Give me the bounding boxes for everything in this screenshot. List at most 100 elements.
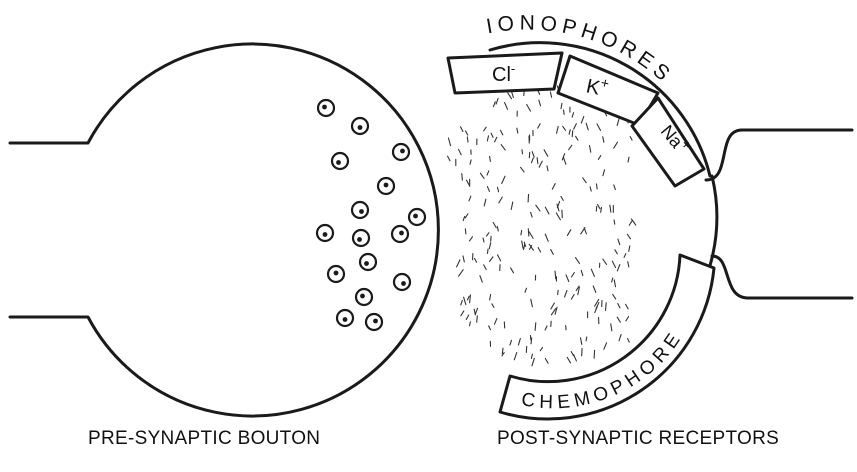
neurotransmitter-mark: [629, 221, 632, 225]
neurotransmitter-mark: [628, 339, 630, 343]
neurotransmitter-mark: [590, 187, 591, 191]
neurotransmitter-mark: [552, 184, 555, 190]
synaptic-vesicle: [332, 153, 348, 169]
neurotransmitter-mark: [567, 230, 570, 236]
neurotransmitter-mark: [556, 213, 560, 220]
neurotransmitter-mark: [521, 230, 522, 235]
synaptic-vesicle: [356, 289, 372, 305]
neurotransmitter-mark: [581, 270, 583, 275]
neurotransmitter-mark: [538, 124, 540, 128]
neurotransmitter-mark: [489, 326, 491, 330]
neurotransmitter-mark: [497, 227, 498, 231]
neurotransmitter-mark: [518, 339, 520, 346]
neurotransmitter-mark: [571, 273, 574, 277]
neurotransmitter-mark: [555, 271, 556, 279]
neurotransmitter-mark: [521, 167, 525, 172]
synaptic-vesicle: [393, 144, 409, 160]
neurotransmitter-mark: [618, 239, 620, 245]
neurotransmitter-mark: [499, 197, 502, 203]
neurotransmitter-mark: [487, 187, 489, 192]
neurotransmitter-mark: [462, 174, 463, 181]
neurotransmitter-mark: [544, 150, 548, 157]
neurotransmitter-mark: [612, 278, 613, 282]
neurotransmitter-mark: [572, 113, 573, 117]
neurotransmitter-mark: [603, 259, 607, 264]
neurotransmitter-mark: [511, 202, 513, 209]
neurotransmitter-mark: [564, 110, 565, 114]
neurotransmitter-mark: [484, 127, 486, 131]
post-synaptic-cell-upper-edge: [706, 130, 852, 180]
neurotransmitter-mark: [571, 294, 574, 299]
neurotransmitter-mark: [583, 178, 586, 183]
neurotransmitter-mark: [529, 232, 533, 238]
post-synaptic-cell-lower-edge: [712, 256, 852, 298]
neurotransmitter-mark: [550, 92, 551, 97]
synaptic-vesicle: [352, 202, 368, 218]
neurotransmitter-mark: [565, 290, 567, 297]
neurotransmitter-mark: [593, 286, 596, 292]
neurotransmitter-mark: [465, 229, 466, 234]
neurotransmitter-mark: [626, 304, 629, 309]
neurotransmitter-mark: [545, 326, 547, 330]
neurotransmitter-mark: [474, 309, 475, 314]
neurotransmitter-mark: [461, 127, 463, 132]
neurotransmitter-mark: [490, 156, 491, 161]
neurotransmitter-mark: [461, 300, 463, 305]
synaptic-vesicle: [317, 225, 333, 241]
neurotransmitter-mark: [631, 219, 635, 225]
neurotransmitter-mark: [540, 347, 542, 350]
neurotransmitter-mark: [614, 280, 615, 287]
neurotransmitter-mark: [545, 359, 548, 364]
neurotransmitter-mark: [604, 343, 607, 350]
neurotransmitter-mark: [475, 258, 477, 262]
neurotransmitter-mark: [522, 241, 523, 248]
neurotransmitter-mark: [532, 358, 534, 365]
neurotransmitter-mark: [524, 245, 525, 250]
neurotransmitter-mark: [614, 142, 618, 148]
neurotransmitter-mark: [470, 160, 471, 164]
neurotransmitter-mark: [586, 123, 588, 130]
neurotransmitter-mark: [575, 258, 579, 264]
neurotransmitter-mark: [561, 103, 562, 108]
neurotransmitter-mark: [463, 217, 464, 221]
neurotransmitter-mark: [589, 146, 590, 153]
neurotransmitter-mark: [628, 157, 629, 162]
post-synaptic-receptors-label: POST-SYNAPTIC RECEPTORS: [497, 428, 779, 450]
neurotransmitter-mark: [484, 199, 486, 206]
neurotransmitter-mark: [595, 306, 598, 312]
neurotransmitter-mark: [522, 150, 523, 154]
neurotransmitter-mark: [496, 98, 498, 104]
neurotransmitter-mark: [500, 130, 502, 135]
neurotransmitter-mark: [628, 262, 629, 267]
neurotransmitter-mark: [490, 295, 491, 301]
neurotransmitter-mark: [511, 268, 514, 273]
synaptic-vesicle: [360, 254, 376, 270]
neurotransmitter-mark: [603, 137, 604, 143]
neurotransmitter-mark: [448, 156, 451, 161]
neurotransmitter-mark: [537, 158, 538, 164]
neurotransmitter-mark: [466, 315, 468, 319]
synaptic-cleft-neurotransmitters: [448, 86, 636, 366]
neurotransmitter-mark: [571, 352, 573, 356]
neurotransmitter-mark: [624, 254, 626, 258]
neurotransmitter-mark: [457, 260, 460, 267]
neurotransmitter-mark: [525, 288, 526, 292]
neurotransmitter-mark: [597, 205, 599, 209]
neurotransmitter-mark: [536, 205, 540, 211]
ionophore-cl: Cl-: [448, 53, 562, 93]
neurotransmitter-mark: [489, 243, 490, 249]
neurotransmitter-mark: [569, 130, 570, 135]
neurotransmitter-mark: [539, 161, 542, 167]
neurotransmitter-mark: [598, 156, 600, 160]
neurotransmitter-mark: [618, 303, 620, 307]
neurotransmitter-mark: [487, 249, 488, 253]
neurotransmitter-mark: [490, 257, 493, 262]
neurotransmitter-mark: [475, 308, 477, 314]
neurotransmitter-mark: [567, 357, 570, 363]
neurotransmitter-mark: [612, 261, 615, 267]
neurotransmitter-mark: [532, 158, 534, 163]
neurotransmitter-mark: [574, 355, 577, 361]
neurotransmitter-mark: [617, 119, 619, 125]
synaptic-vesicle: [353, 230, 369, 246]
